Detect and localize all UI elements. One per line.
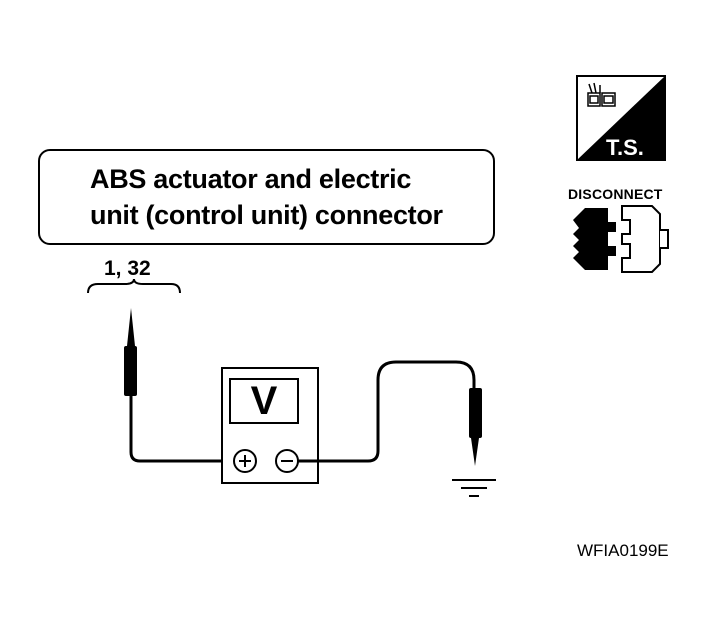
connector-name-line1: ABS actuator and electric (90, 164, 412, 194)
disconnect-icon (573, 205, 669, 273)
negative-probe (469, 388, 482, 466)
voltmeter (221, 367, 319, 484)
connector-label-box: ABS actuator and electric unit (control … (38, 149, 495, 245)
female-connector-icon (621, 205, 661, 273)
meter-display (229, 378, 299, 424)
terminal-pins-label: 1, 32 (104, 257, 151, 280)
positive-probe (124, 308, 137, 396)
male-connector-icon (573, 208, 616, 270)
ground-symbol (452, 479, 496, 497)
voltmeter-symbol: V (250, 379, 278, 423)
connector-probe-icon (587, 82, 616, 107)
negative-lead-wire (298, 360, 476, 463)
disconnect-label: DISCONNECT (568, 186, 663, 202)
ts-icon (576, 75, 666, 161)
terminal-brace (87, 278, 181, 294)
ts-icon-label: T.S. (606, 135, 644, 160)
positive-lead-wire (129, 396, 231, 463)
figure-id: WFIA0199E (577, 541, 669, 560)
connector-name-line2: unit (control unit) connector (90, 200, 443, 230)
